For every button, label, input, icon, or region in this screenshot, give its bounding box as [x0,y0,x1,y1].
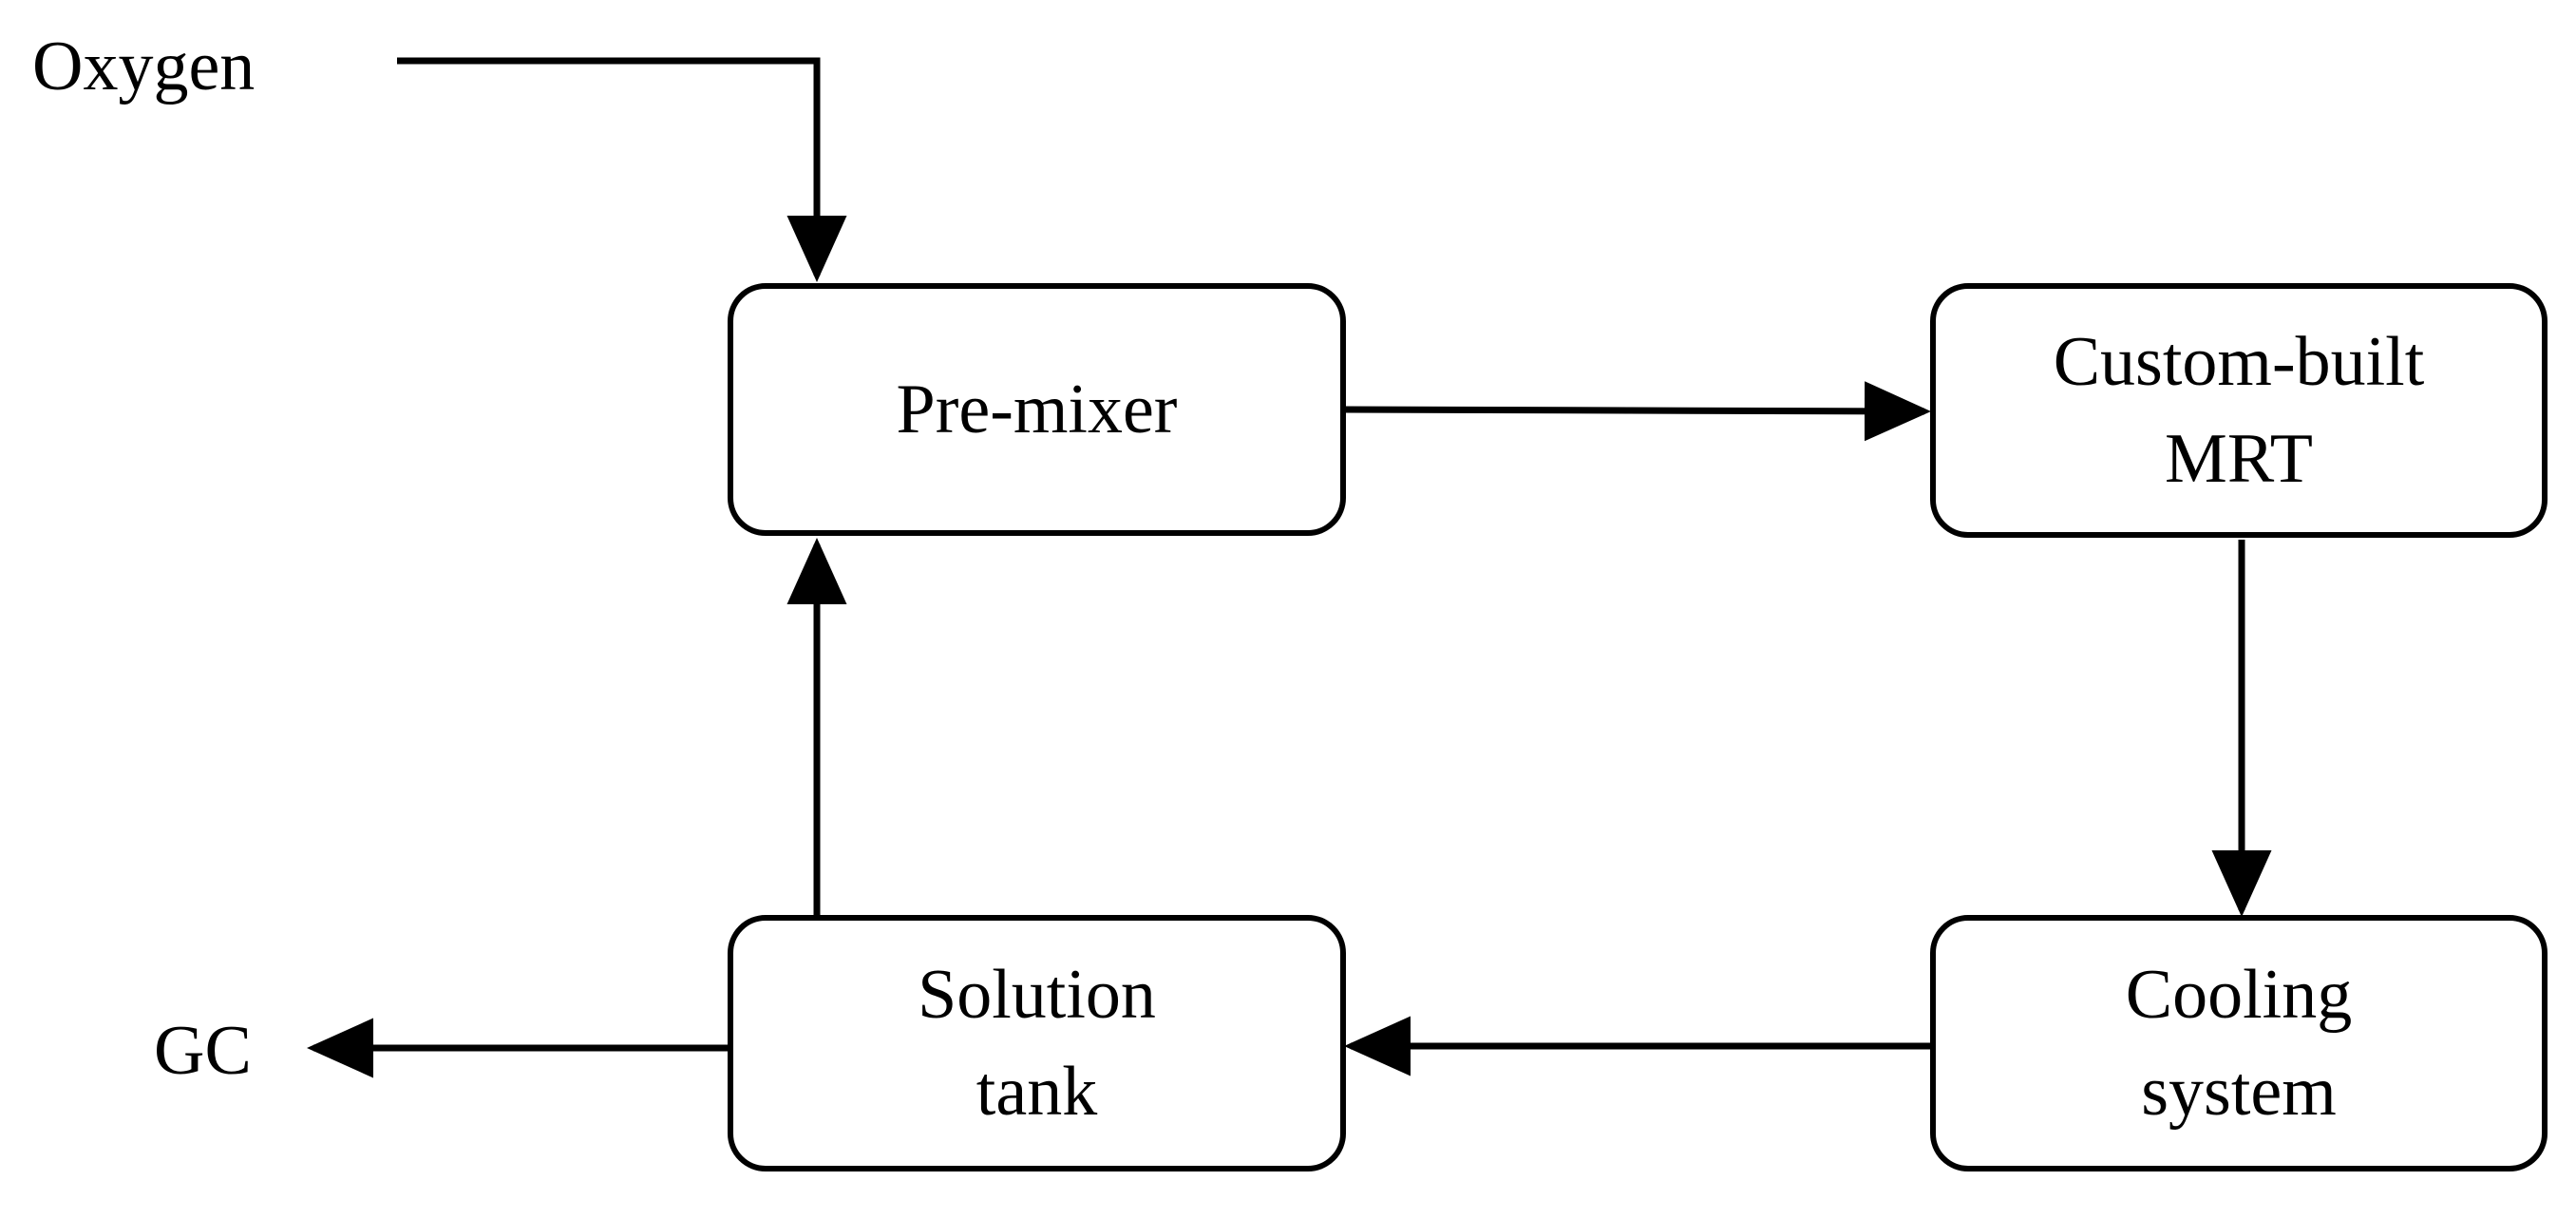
premixer-box: Pre-mixer [728,283,1346,536]
gc-output-label: GC [154,1012,252,1090]
solution-tank-box: Solution tank [728,915,1346,1171]
arrow-oxygen-to-premixer [397,57,847,282]
tank-label-line2: tank [975,1053,1098,1131]
premixer-label: Pre-mixer [896,371,1178,448]
cooling-label-line2: system [2141,1053,2337,1131]
arrow-premixer-to-mrt [1342,381,1931,442]
cooling-system-box: Cooling system [1930,915,2548,1171]
mrt-label-line1: Custom-built [2053,323,2425,401]
mrt-label-line2: MRT [2165,420,2313,498]
mrt-box: Custom-built MRT [1930,283,2548,538]
oxygen-input-label: Oxygen [32,28,256,105]
cooling-label-line1: Cooling [2125,956,2353,1034]
tank-label-line1: Solution [918,956,1156,1034]
